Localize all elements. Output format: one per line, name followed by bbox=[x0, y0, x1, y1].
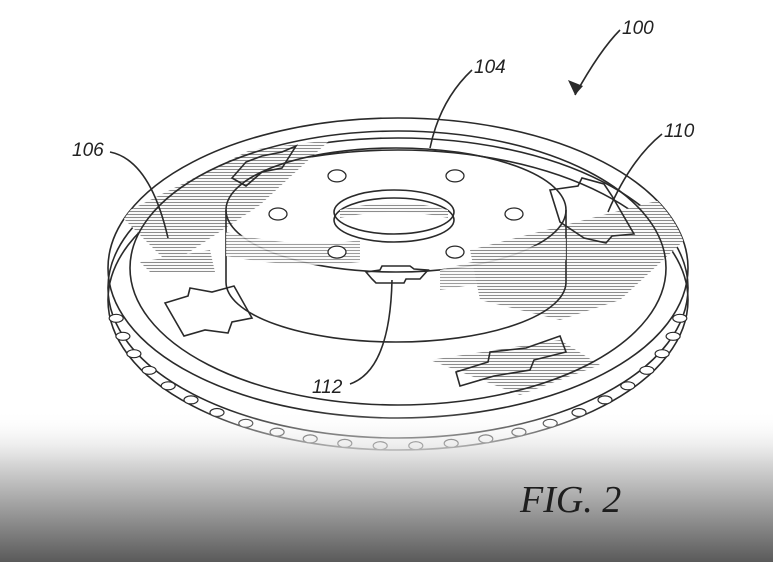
vent-hole bbox=[108, 313, 124, 323]
vent-hole bbox=[672, 313, 688, 323]
vent-hole bbox=[160, 381, 176, 391]
vent-hole bbox=[597, 395, 613, 405]
figure-caption: FIG. 2 bbox=[519, 479, 621, 521]
lug-hole bbox=[445, 169, 465, 183]
surface-shading bbox=[120, 140, 688, 395]
label-hat-emblem: 112 bbox=[312, 377, 343, 398]
vent-hole bbox=[141, 365, 157, 375]
rotor-hat bbox=[225, 147, 567, 343]
label-rotor-emblem: 110 bbox=[664, 121, 695, 142]
rotor-emblem-bottom bbox=[455, 334, 568, 387]
vent-hole bbox=[115, 331, 131, 341]
label-assembly: 100 bbox=[622, 18, 654, 39]
lug-hole bbox=[504, 207, 524, 221]
lug-hole bbox=[327, 245, 347, 259]
vent-hole bbox=[126, 349, 142, 359]
scan-shadow bbox=[0, 410, 773, 562]
vent-hole bbox=[620, 381, 636, 391]
vent-hole bbox=[665, 331, 681, 341]
lug-bolt-holes bbox=[268, 169, 524, 259]
rotor-emblem-left bbox=[163, 285, 254, 337]
lug-hole bbox=[445, 245, 465, 259]
lug-hole bbox=[268, 207, 288, 221]
label-hat: 104 bbox=[474, 57, 506, 78]
reference-numerals: 100 104 106 110 112 bbox=[72, 18, 695, 398]
rotor-emblem-right bbox=[548, 177, 636, 244]
vent-hole bbox=[639, 365, 655, 375]
rotor-friction-surface bbox=[107, 117, 689, 419]
label-friction-surface: 106 bbox=[72, 140, 104, 161]
vent-hole bbox=[183, 395, 199, 405]
rotor-emblem-top bbox=[230, 144, 299, 187]
hat-emblem bbox=[364, 265, 430, 284]
lug-hole bbox=[327, 169, 347, 183]
vent-hole bbox=[654, 349, 670, 359]
